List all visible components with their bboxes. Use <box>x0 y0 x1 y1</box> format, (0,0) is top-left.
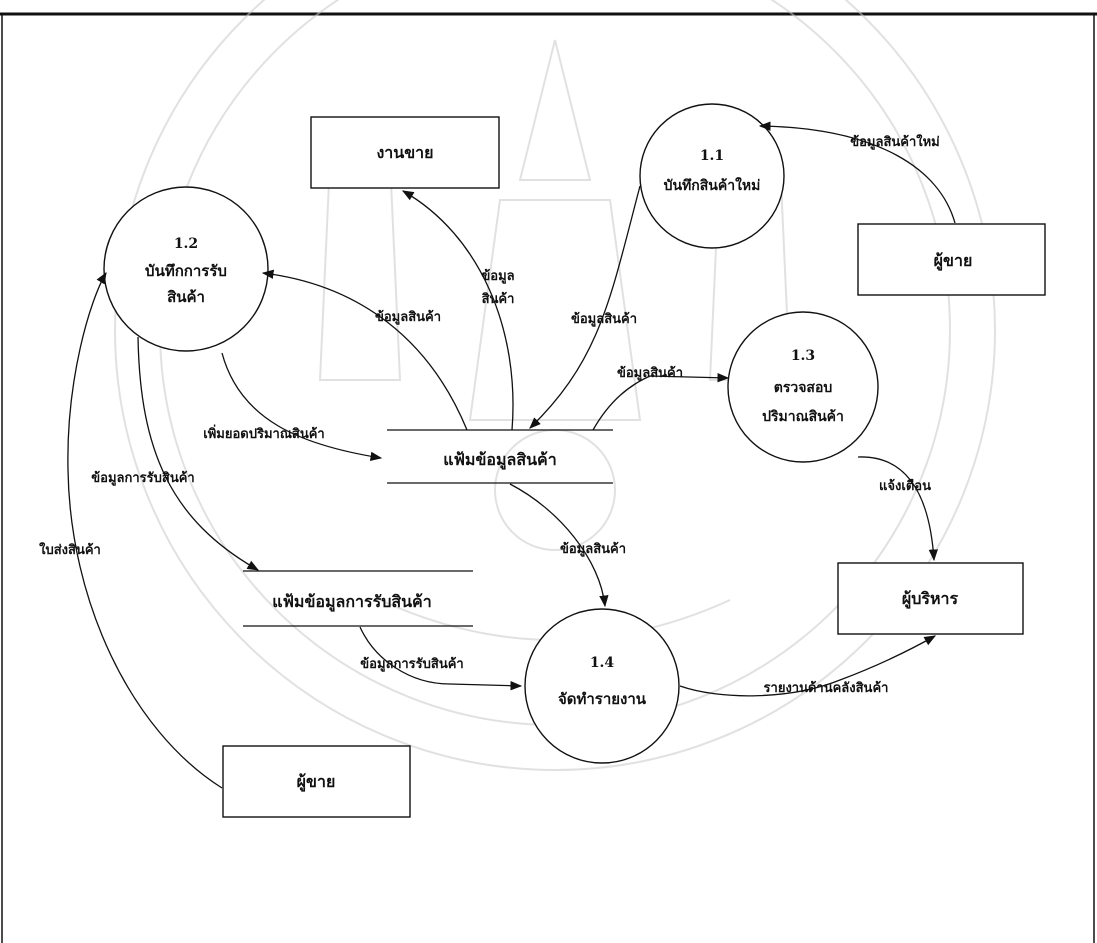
process-number: 1.1 <box>700 148 724 164</box>
flow-label: แจ้งเตือน <box>879 478 931 494</box>
flow-label-line-1: ข้อมูล <box>481 268 514 284</box>
store-receive-file: แฟ้มข้อมูลการรับสินค้า <box>243 570 473 627</box>
flow-product-file-to-sales: ข้อมูล สินค้า <box>401 190 515 431</box>
flow-add-quantity: เพิ่มยอดปริมาณสินค้า <box>203 352 383 461</box>
process-name-line-1: บันทึกการรับ <box>145 262 227 280</box>
process-name-line-2: สินค้า <box>167 288 205 306</box>
flow-label: ข้อมูลการรับสินค้า <box>360 656 463 672</box>
process-number: 1.4 <box>590 655 615 671</box>
entity-sales: งานขาย <box>310 116 500 189</box>
flow-label: ข้อมูลการรับสินค้า <box>91 470 194 486</box>
entity-label: ผู้ขาย <box>297 772 336 793</box>
flow-new-product-info: ข้อมูลสินค้าใหม่ <box>758 121 956 224</box>
flow-label: ข้อมูลสินค้า <box>375 309 441 325</box>
flow-label: ข้อมูลสินค้า <box>560 541 626 557</box>
entity-seller-top: ผู้ขาย <box>857 223 1046 296</box>
flow-product-file-to-p14: ข้อมูลสินค้า <box>509 483 626 608</box>
process-number: 1.3 <box>791 348 815 364</box>
process-number: 1.2 <box>174 236 198 252</box>
process-name: จัดทำรายงาน <box>558 690 647 708</box>
flow-label: เพิ่มยอดปริมาณสินค้า <box>203 424 324 442</box>
flow-label: ใบส่งสินค้า <box>39 541 101 558</box>
flow-delivery-note: ใบส่งสินค้า <box>39 271 223 789</box>
process-1-4: 1.4 จัดทำรายงาน <box>524 608 680 764</box>
entity-seller-bottom: ผู้ขาย <box>222 745 411 818</box>
flow-alert: แจ้งเตือน <box>857 456 938 562</box>
flow-product-file-to-p12: ข้อมูลสินค้า <box>261 269 468 431</box>
flow-p11-to-product-file: ข้อมูลสินค้า <box>529 185 641 429</box>
entity-label: ผู้ขาย <box>934 251 973 272</box>
flow-label: รายงานด้านคลังสินค้า <box>764 680 889 696</box>
flow-label: ข้อมูลสินค้า <box>617 365 683 381</box>
flow-label: ข้อมูลสินค้าใหม่ <box>850 133 940 150</box>
store-label: แฟ้มข้อมูลการรับสินค้า <box>272 592 432 613</box>
flow-receive-file-to-p14: ข้อมูลการรับสินค้า <box>359 626 523 691</box>
process-name-line-2: ปริมาณสินค้า <box>762 409 844 425</box>
flow-inventory-report: รายงานด้านคลังสินค้า <box>679 635 937 697</box>
store-product-file: แฟ้มข้อมูลสินค้า <box>387 429 613 484</box>
flow-receive-info: ข้อมูลการรับสินค้า <box>91 336 260 571</box>
page-frame <box>0 12 1097 943</box>
entity-label: ผู้บริหาร <box>902 589 959 610</box>
process-1-3: 1.3 ตรวจสอบ ปริมาณสินค้า <box>727 311 879 463</box>
entity-executive: ผู้บริหาร <box>837 562 1024 635</box>
process-1-1: 1.1 บันทึกสินค้าใหม่ <box>639 103 785 249</box>
process-name-line-1: ตรวจสอบ <box>774 380 833 396</box>
process-1-2: 1.2 บันทึกการรับ สินค้า <box>103 186 269 352</box>
entity-label: งานขาย <box>376 143 433 162</box>
flow-product-file-to-p13: ข้อมูลสินค้า <box>592 365 730 431</box>
flow-label-line-2: สินค้า <box>482 291 515 307</box>
flow-label: ข้อมูลสินค้า <box>571 311 637 327</box>
store-label: แฟ้มข้อมูลสินค้า <box>443 450 556 471</box>
process-name: บันทึกสินค้าใหม่ <box>664 176 761 194</box>
